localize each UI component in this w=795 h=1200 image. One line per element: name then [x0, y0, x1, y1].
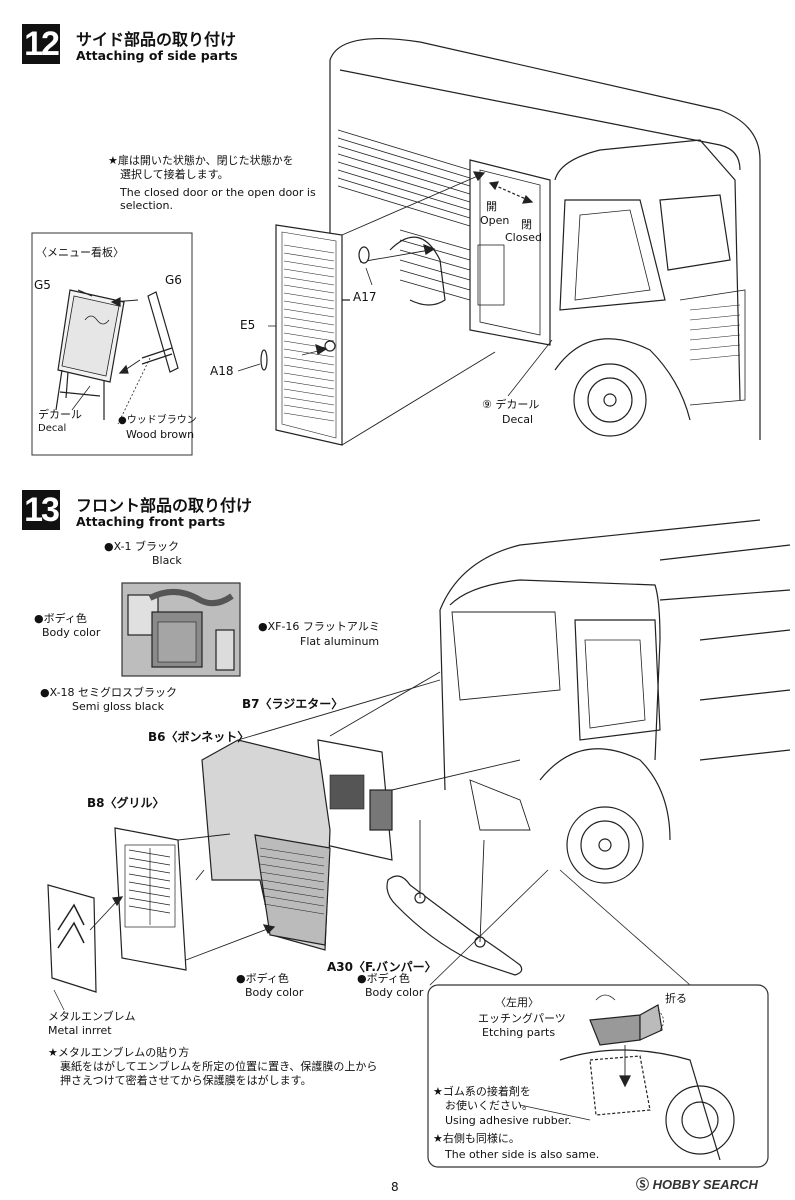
rubber-note-en: Using adhesive rubber.: [445, 1114, 572, 1127]
left-use-label: 〈左用〉: [495, 996, 539, 1009]
decal-9-en: Decal: [502, 413, 534, 426]
a30-body-color-jp: ●ボディ色: [357, 972, 410, 985]
menu-board-title: 〈メニュー看板〉: [36, 246, 124, 259]
door-note-jp-1: ★扉は開いた状態か、閉じた状態かを: [108, 154, 294, 167]
metal-emblem-jp: メタルエンブレム: [48, 1010, 136, 1023]
part-g5-label: G5: [34, 278, 51, 292]
fold-label: 折る: [665, 992, 687, 1005]
hobby-search-watermark: Ⓢ HOBBY SEARCH: [636, 1174, 758, 1193]
part-g6-label: G6: [165, 273, 182, 287]
e5-door-illustration: [237, 171, 553, 446]
rubber-note-jp-1: ★ゴム系の接着剤を: [433, 1085, 531, 1098]
emblem-note-title: ★メタルエンブレムの貼り方: [48, 1046, 190, 1059]
metal-emblem-en: Metal inrret: [48, 1024, 112, 1037]
wood-brown-en: Wood brown: [126, 428, 195, 441]
menu-decal-jp: デカール: [38, 408, 82, 421]
a30-body-color-en: Body color: [365, 986, 424, 999]
part-e5-label: E5: [240, 318, 256, 332]
b7-radiator-illustration: [317, 671, 521, 861]
door-note-jp-2: 選択して接着します。: [120, 168, 229, 181]
closed-label-jp: 閉: [521, 218, 532, 231]
other-side-jp: ★右側も同様に。: [433, 1132, 520, 1145]
van-side-illustration: [329, 37, 761, 440]
step-12-number: 12: [22, 24, 60, 64]
part-a18-label: A18: [210, 364, 234, 378]
step-13-title-en: Attaching front parts: [76, 514, 226, 529]
b6-body-color-en: Body color: [245, 986, 304, 999]
b6-bonnet-illustration: [195, 679, 441, 951]
etching-parts-jp: エッチングパーツ: [478, 1012, 566, 1025]
color-x1-en: Black: [152, 554, 182, 567]
emblem-note-line-1: 裏紙をはがしてエンブレムを所定の位置に置き、保護膜の上から: [60, 1060, 378, 1073]
step-12-title-en: Attaching of side parts: [76, 48, 238, 63]
part-b6-label: B6〈ボンネット〉: [148, 730, 250, 744]
wood-brown-jp: ●ウッドブラウン: [118, 415, 197, 426]
other-side-en: The other side is also same.: [445, 1148, 600, 1161]
etching-parts-en: Etching parts: [482, 1026, 556, 1039]
door-note-en-1: The closed door or the open door is: [120, 186, 316, 199]
color-body-en: Body color: [42, 626, 101, 639]
menu-board-inset-frame: [31, 232, 193, 456]
van-front-illustration: [439, 519, 791, 884]
color-body-jp: ●ボディ色: [34, 612, 87, 625]
watermark-icon: Ⓢ: [636, 1177, 650, 1192]
rubber-note-jp-2: お使いください。: [445, 1099, 533, 1112]
engine-bay-detail: [121, 582, 241, 677]
watermark-text: HOBBY SEARCH: [652, 1177, 758, 1192]
step-13-title-jp: フロント部品の取り付け: [76, 496, 253, 515]
part-b7-label: B7〈ラジエター〉: [242, 697, 344, 711]
a30-bumper-illustration: [386, 820, 523, 976]
step-12-title-jp: サイド部品の取り付け: [76, 30, 237, 49]
color-x18-en: Semi gloss black: [72, 700, 164, 713]
door-note-en-2: selection.: [120, 199, 173, 212]
step-13-number: 13: [22, 490, 60, 530]
part-b8-label: B8〈グリル〉: [87, 796, 165, 810]
metal-emblem-illustration: [47, 884, 124, 1011]
b6-body-color-jp: ●ボディ色: [236, 972, 289, 985]
closed-label-en: Closed: [505, 231, 542, 244]
open-label-jp: 開: [486, 200, 497, 213]
b8-grill-illustration: [114, 827, 276, 971]
page-number: 8: [391, 1180, 399, 1194]
color-x18-jp: ●X-18 セミグロスブラック: [40, 686, 178, 699]
decal-9-label: ⑨ デカール: [482, 398, 540, 411]
menu-board-illustration: [55, 289, 179, 425]
color-x1-jp: ●X-1 ブラック: [104, 540, 180, 553]
open-label-en: Open: [480, 214, 510, 227]
menu-decal-en: Decal: [38, 423, 67, 434]
part-a30-label: A30〈F.バンパー〉: [327, 960, 437, 974]
fender-detail-callout: [427, 869, 769, 1168]
part-a17-label: A17: [353, 290, 377, 304]
color-xf16-en: Flat aluminum: [300, 635, 380, 648]
color-xf16-jp: ●XF-16 フラットアルミ: [258, 620, 380, 633]
emblem-note-line-2: 押さえつけて密着させてから保護膜をはがします。: [60, 1074, 312, 1087]
